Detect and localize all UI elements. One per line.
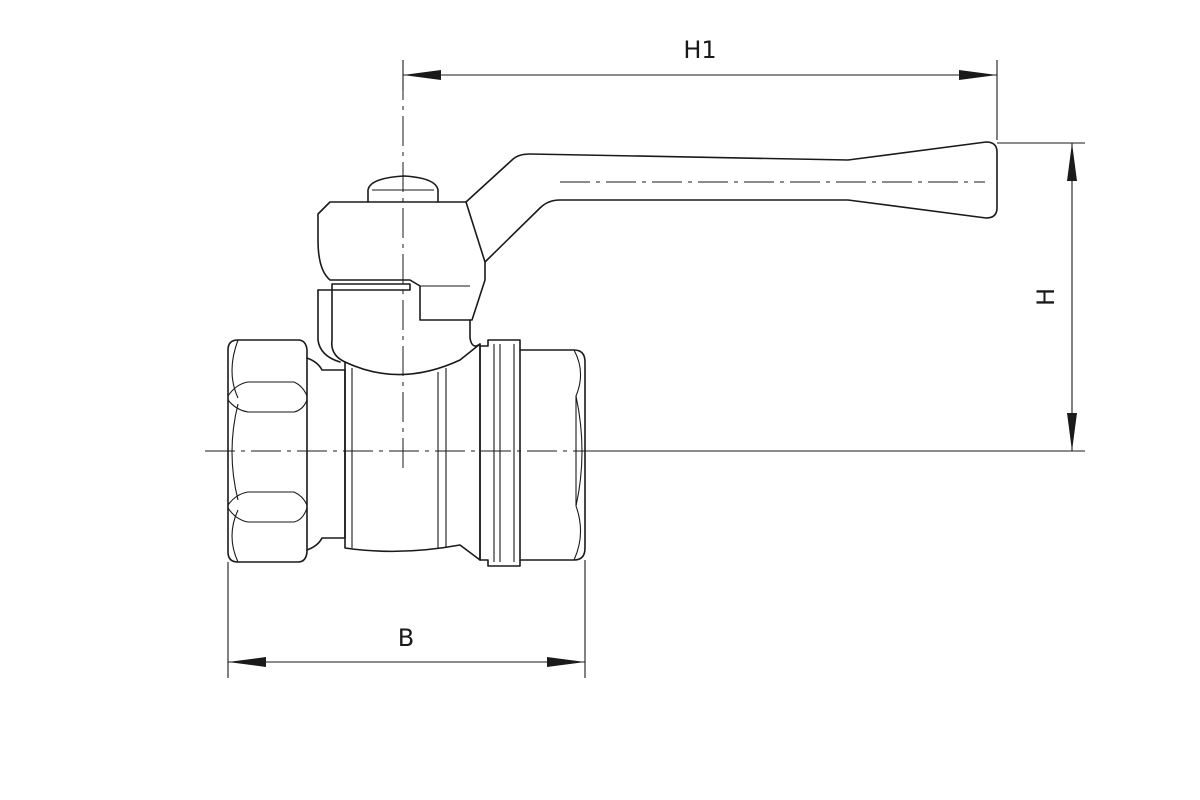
handle: [317, 141, 998, 321]
dimension-h: H: [585, 142, 1085, 452]
left-hex-facet-top2: [227, 399, 308, 413]
dimension-b: B: [227, 560, 586, 678]
b-label: B: [398, 624, 414, 652]
dimension-h1: H1: [402, 36, 998, 140]
left-hex-facet-bottom: [227, 491, 308, 506]
packing-nut: [331, 283, 411, 291]
h1-label: H1: [683, 36, 716, 64]
b-arrow-left: [228, 657, 266, 667]
handle-lever: [465, 141, 998, 263]
h-arrow-top: [1067, 143, 1077, 181]
left-hex-end: [227, 339, 308, 563]
left-neck: [306, 357, 346, 551]
valve-body: [227, 339, 586, 567]
stem-housing: [317, 283, 481, 363]
right-ring: [479, 339, 521, 567]
left-hex-side-curve: [231, 339, 239, 563]
handle-hub: [317, 201, 486, 321]
b-arrow-right: [547, 657, 585, 667]
right-end-facet: [573, 349, 583, 561]
left-hex-facet-top: [227, 381, 308, 397]
right-end: [519, 349, 586, 561]
stem-cap: [367, 175, 439, 203]
h-arrow-bottom: [1067, 413, 1077, 451]
left-hex-facet-bottom2: [227, 507, 308, 523]
h-label: H: [1032, 288, 1060, 306]
ball-housing: [344, 343, 481, 561]
center-lines: [205, 70, 985, 468]
h1-arrow-right: [959, 70, 997, 80]
stem-collar: [317, 289, 341, 363]
stem-neck: [317, 289, 481, 363]
h1-arrow-left: [403, 70, 441, 80]
